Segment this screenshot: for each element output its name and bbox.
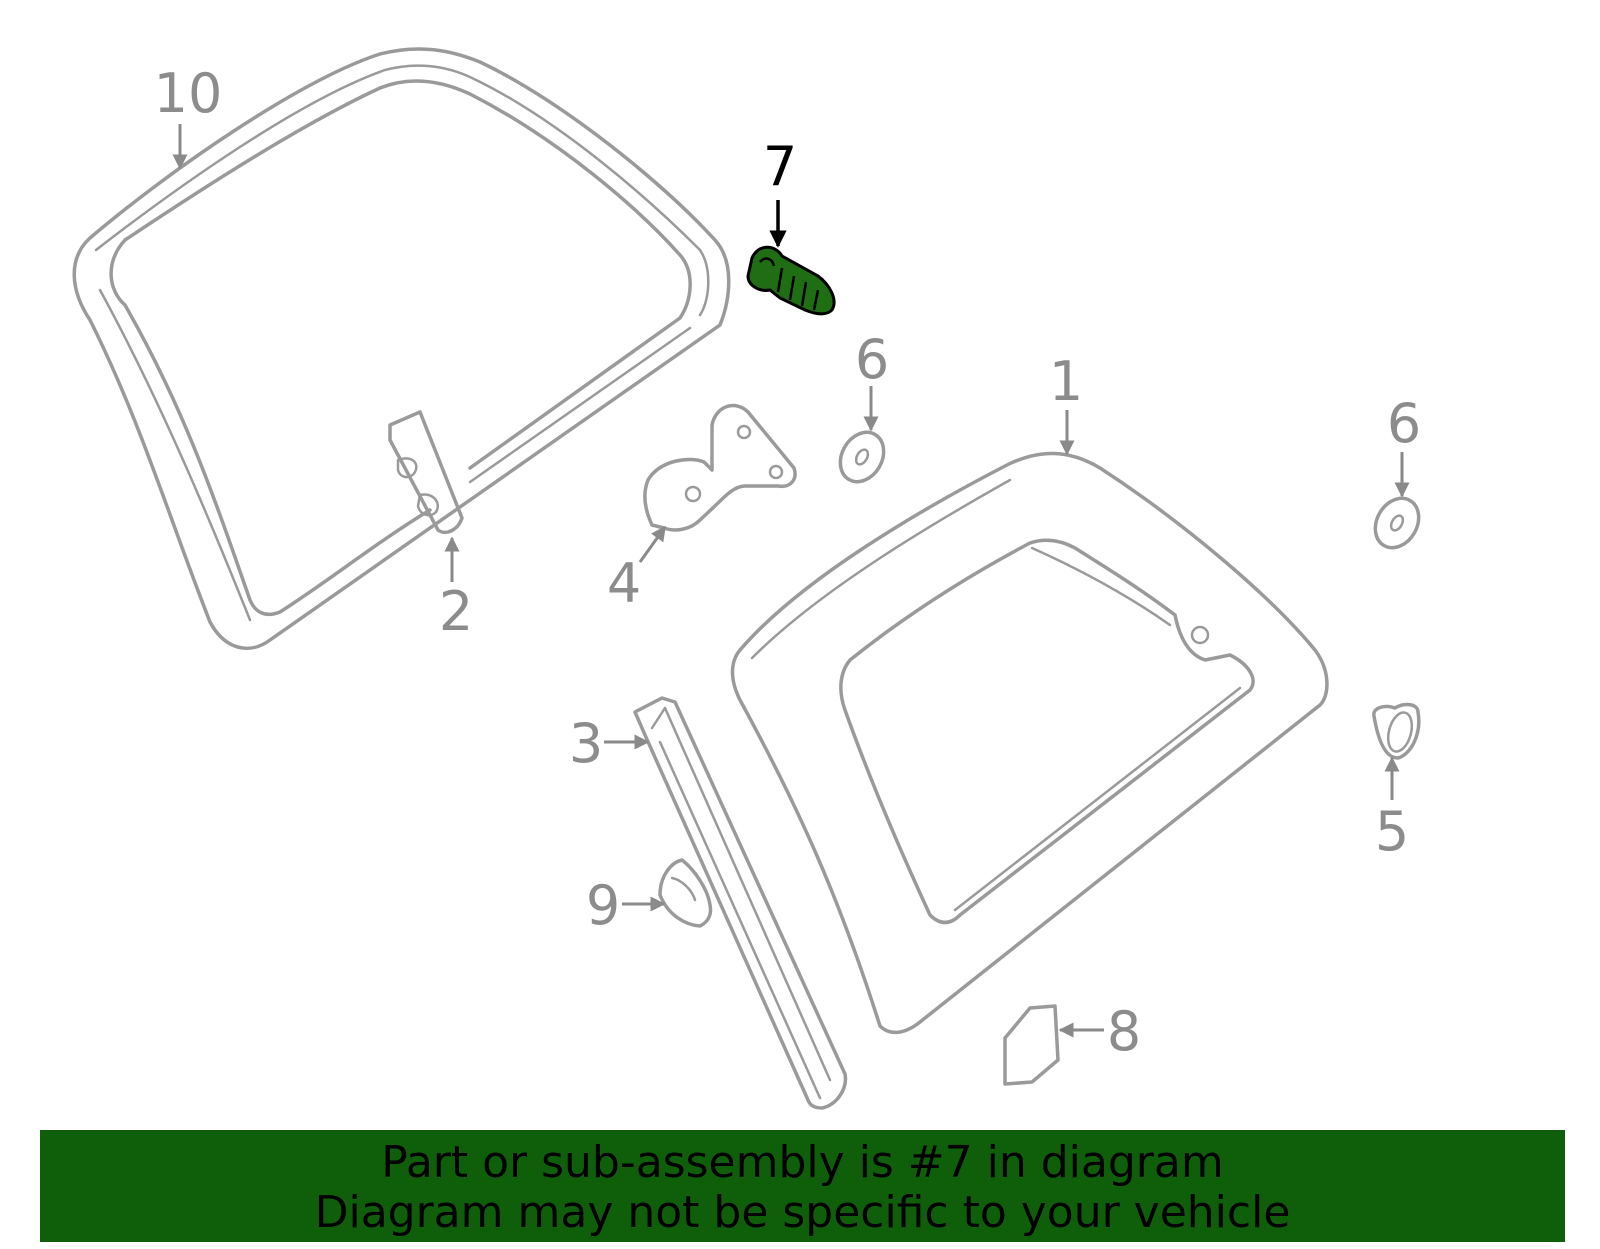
part-3-molding [633, 696, 848, 1110]
part-1-quarter-glass [730, 451, 1329, 1035]
callouts: 10 7 6 1 6 4 2 3 5 9 8 [154, 62, 1422, 1063]
part-8-pad [1003, 1004, 1060, 1086]
part-10-weatherstrip [72, 47, 731, 650]
leader-lines [172, 124, 1410, 1038]
part-7-screw [746, 245, 836, 316]
callout-2: 2 [439, 580, 473, 643]
callout-7: 7 [763, 135, 797, 198]
callout-4: 4 [607, 552, 641, 615]
callout-1: 1 [1049, 350, 1083, 413]
callout-6a: 6 [855, 328, 889, 391]
callout-6b: 6 [1387, 392, 1421, 455]
part-6-washer-b [1373, 496, 1421, 550]
callout-8: 8 [1107, 1000, 1141, 1063]
leader-4 [638, 525, 667, 563]
part-2-clip [388, 410, 464, 535]
callout-10: 10 [154, 62, 223, 125]
part-6-washer-a [838, 430, 886, 484]
part-5-grommet [1372, 702, 1421, 760]
part-9-cap [658, 858, 713, 928]
banner-line-2: Diagram may not be specific to your vehi… [314, 1187, 1291, 1238]
banner-line-1: Part or sub-assembly is #7 in diagram [381, 1137, 1224, 1188]
callout-3: 3 [569, 712, 603, 775]
callout-5: 5 [1375, 800, 1409, 863]
info-banner: Part or sub-assembly is #7 in diagram Di… [40, 1130, 1565, 1242]
callout-9: 9 [586, 874, 620, 937]
part-4-bracket [643, 403, 797, 532]
